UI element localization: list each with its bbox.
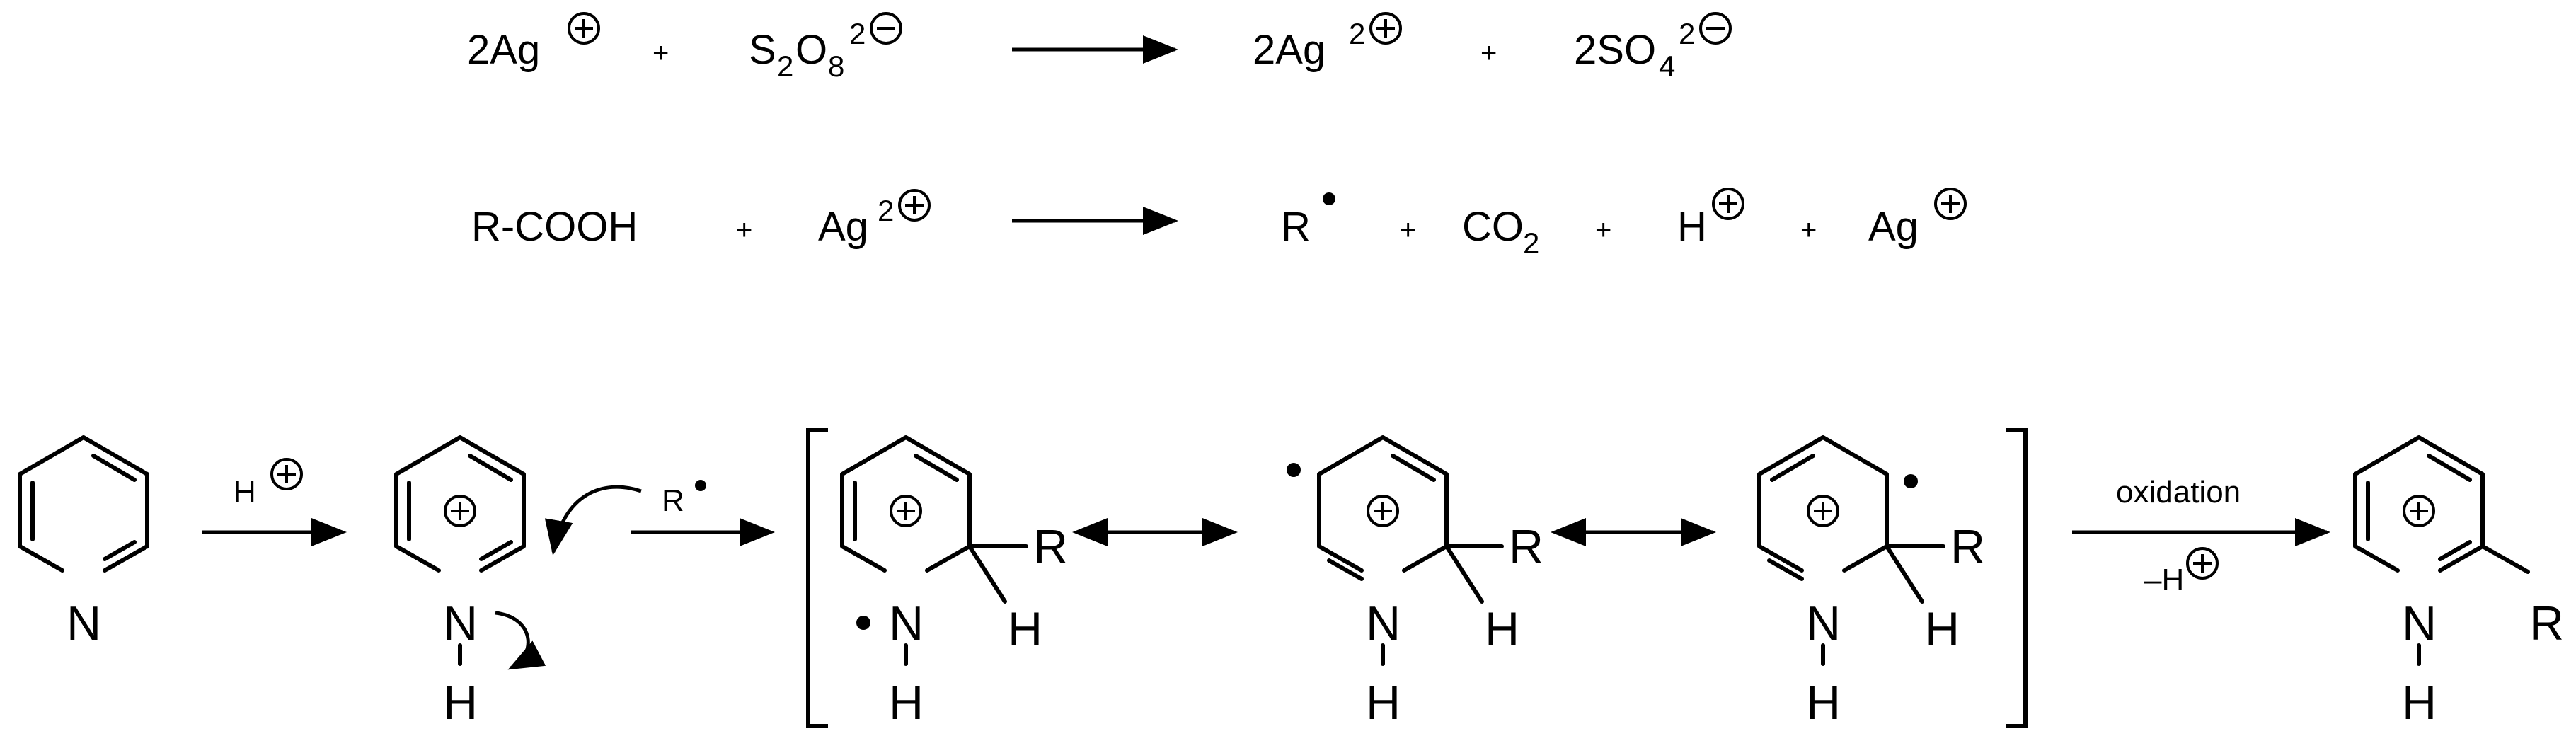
- product-substituent: R: [2529, 597, 2564, 650]
- intermediate-3-substituent: R: [1950, 520, 1985, 574]
- product: R N H: [2353, 435, 2564, 730]
- right-bracket: [2006, 428, 2028, 728]
- intermediate-3-radical-dot-icon: [1904, 474, 1918, 488]
- product-charge-icon: [2403, 495, 2435, 527]
- intermediate-2-radical-dot-icon: [1287, 463, 1301, 477]
- equation-2: R-COOH + Ag 2 R + CO 2 + H + Ag: [471, 188, 1967, 260]
- oxidation-label: oxidation: [2116, 475, 2241, 510]
- intermediate-1-nitrogen: N: [889, 597, 924, 650]
- eq1-product-silver-sup: 2: [1349, 17, 1365, 50]
- intermediate-1: R H N H: [840, 435, 1068, 730]
- intermediate-2-hydrogen: H: [1366, 676, 1401, 730]
- product-nitrogen: N: [2402, 597, 2437, 650]
- eq2-silver: Ag: [818, 204, 868, 250]
- eq1-persulfate-sub-8: 8: [828, 50, 844, 83]
- radical-label: R: [662, 483, 684, 518]
- eq1-reactant-silver: 2Ag: [467, 27, 540, 73]
- eq1-persulfate-charge-icon: [870, 12, 902, 45]
- pyridine: N: [18, 435, 149, 650]
- intermediate-2-nitrogen: N: [1366, 597, 1401, 650]
- eq1-persulfate-sup: 2: [849, 17, 866, 50]
- mechanism: N H N H R R H: [18, 428, 2564, 730]
- deprotonation-label: –H: [2144, 563, 2184, 597]
- intermediate-1-hydrogen: H: [889, 676, 924, 730]
- left-bracket: [806, 428, 828, 728]
- eq2-radical-dot-icon: [1323, 192, 1335, 205]
- radical-attack-arrow-icon: [544, 485, 642, 556]
- electron-shift-arrow-icon: [495, 611, 546, 670]
- pyridinium-hydrogen: H: [443, 676, 478, 730]
- eq1-sulfate-sub: 4: [1659, 50, 1675, 83]
- intermediate-1-radical-dot-icon: [856, 616, 870, 630]
- eq2-plus-2: +: [1400, 214, 1416, 246]
- eq1-reactant-silver-charge-icon: [568, 12, 600, 45]
- intermediate-1-ring-hydrogen: H: [1008, 602, 1042, 656]
- protonation-charge-icon: [270, 458, 303, 490]
- eq2-co2-sub: 2: [1523, 226, 1539, 260]
- intermediate-2-substituent: R: [1509, 520, 1543, 574]
- intermediate-3-hydrogen: H: [1806, 676, 1841, 730]
- protonation-label: H: [234, 475, 256, 510]
- eq2-carboxylic-acid: R-COOH: [471, 204, 638, 250]
- eq2-silver-product-charge-icon: [1934, 188, 1967, 220]
- eq2-plus-1: +: [736, 214, 752, 246]
- eq2-silver-product: Ag: [1868, 204, 1919, 250]
- intermediate-2: R H N H: [1287, 435, 1543, 730]
- intermediate-1-charge-icon: [890, 495, 922, 527]
- intermediate-3-nitrogen: N: [1806, 597, 1841, 650]
- intermediate-2-ring-hydrogen: H: [1485, 602, 1519, 656]
- intermediate-2-charge-icon: [1367, 495, 1399, 527]
- deprotonation-charge-icon: [2186, 547, 2219, 580]
- equation-1: 2Ag + S 2 O 8 2 2Ag 2 + 2SO 4 2: [467, 12, 1732, 83]
- eq1-plus-2: +: [1480, 38, 1497, 69]
- eq2-silver-sup: 2: [878, 194, 894, 227]
- product-hydrogen: H: [2402, 676, 2437, 730]
- eq1-sulfate-sup: 2: [1679, 17, 1695, 50]
- intermediate-1-substituent: R: [1033, 520, 1068, 574]
- eq1-sulfate-charge-icon: [1699, 12, 1732, 45]
- intermediate-3: R H N H: [1757, 435, 1985, 730]
- eq1-persulfate-sub-2: 2: [777, 50, 793, 83]
- eq1-sulfate: 2SO: [1574, 27, 1656, 73]
- eq2-proton-charge-icon: [1712, 188, 1744, 220]
- eq2-plus-4: +: [1800, 214, 1817, 246]
- eq1-product-silver: 2Ag: [1253, 27, 1326, 73]
- eq2-silver-charge-icon: [898, 189, 931, 222]
- eq1-plus-1: +: [652, 38, 669, 69]
- eq1-persulfate-o: O: [795, 27, 827, 73]
- intermediate-3-charge-icon: [1807, 495, 1839, 527]
- pyridinium-nitrogen: N: [443, 597, 478, 650]
- intermediate-3-ring-hydrogen: H: [1925, 602, 1960, 656]
- eq2-proton: H: [1677, 204, 1707, 250]
- eq1-persulfate-s: S: [749, 27, 776, 73]
- pyridine-nitrogen: N: [67, 597, 101, 650]
- radical-label-dot-icon: [695, 480, 706, 491]
- eq2-plus-3: +: [1595, 214, 1611, 246]
- eq1-product-silver-charge-icon: [1369, 12, 1402, 45]
- eq2-co2: CO: [1462, 204, 1524, 250]
- eq2-radical: R: [1281, 204, 1311, 250]
- pyridinium-charge-icon: [444, 495, 476, 527]
- pyridinium: N H: [394, 435, 642, 730]
